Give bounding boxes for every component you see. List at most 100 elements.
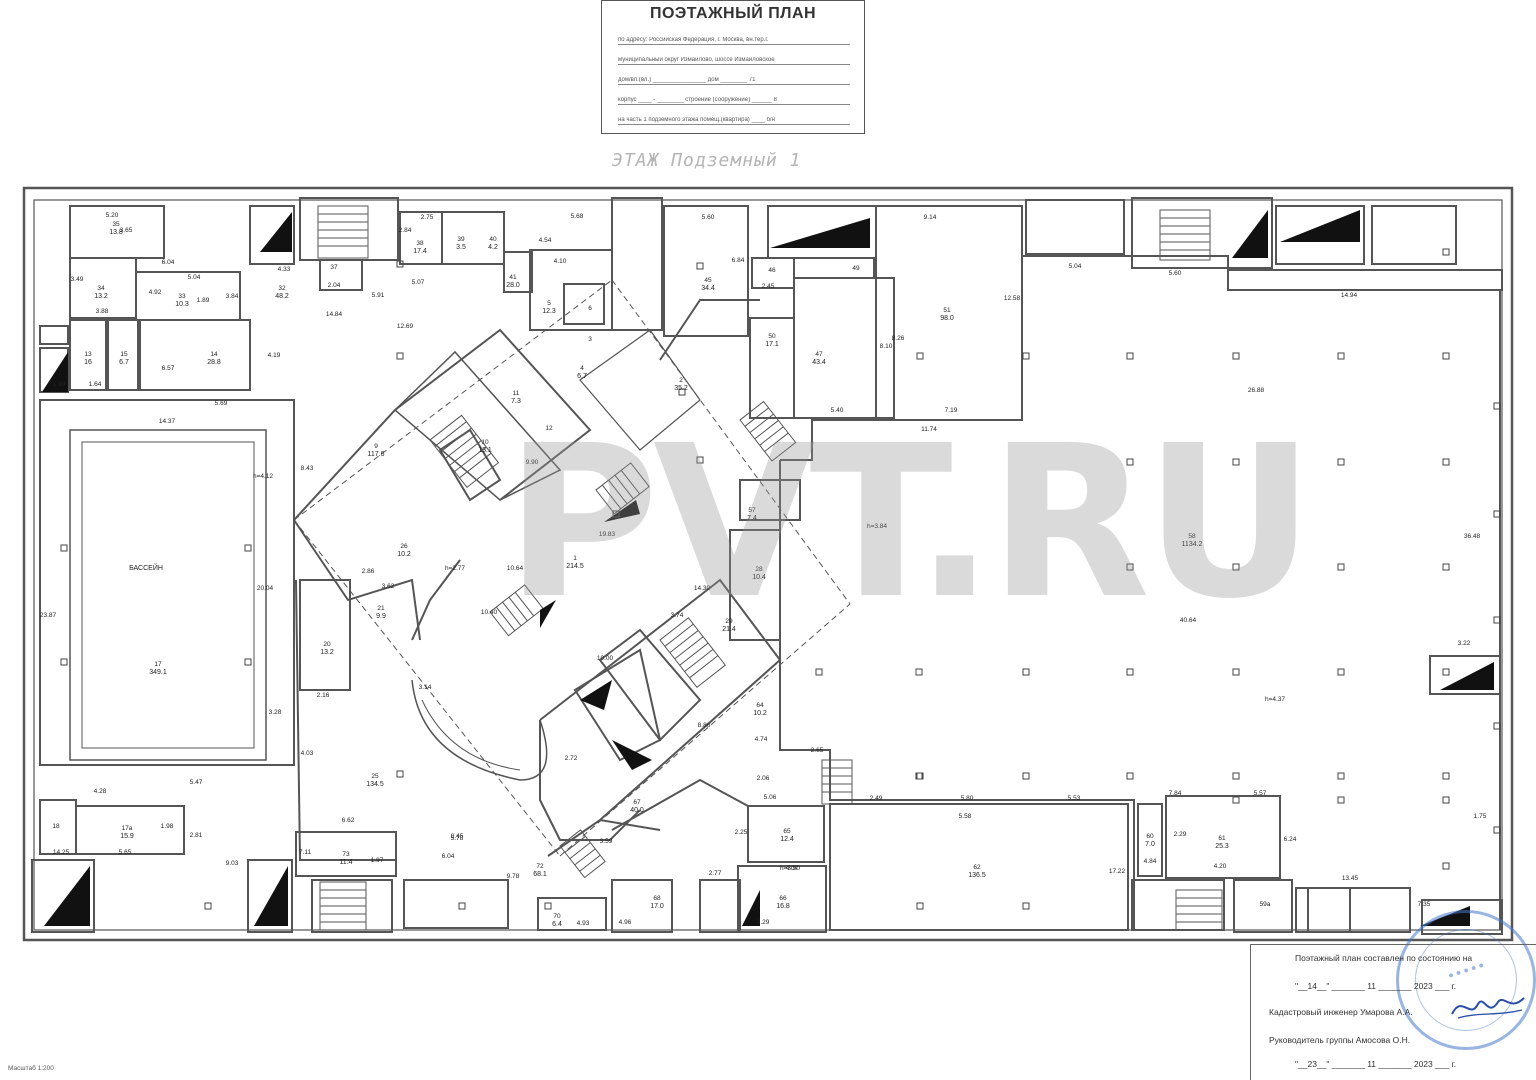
dimension-label: 1.89 (197, 297, 210, 304)
dimension-label: 2.49 (870, 795, 883, 802)
column-marker (815, 668, 823, 676)
column-marker (612, 510, 620, 518)
column-marker (1022, 772, 1030, 780)
dimension-label: 9.90 (526, 459, 539, 466)
dimension-label: 3.74 (671, 612, 684, 619)
column-marker (1493, 402, 1501, 410)
dimension-label: 5.57 (1254, 790, 1267, 797)
room-number: 68 (653, 895, 661, 902)
column-marker (916, 352, 924, 360)
dimension-label: 5.68 (571, 213, 584, 220)
room-number: 50 (768, 333, 776, 340)
room-number: 47 (815, 351, 823, 358)
room-number: 10 (481, 439, 489, 446)
dimension-label: 2.77 (709, 870, 722, 877)
dimension-label: 2.75 (421, 214, 434, 221)
room-area: 4.2 (488, 244, 498, 251)
room-area: 13.8 (109, 229, 123, 236)
column-marker (1022, 352, 1030, 360)
dimension-label: 14.37 (159, 418, 176, 425)
floor-label: ЭТАЖ Подземный 1 (612, 150, 802, 171)
dimension-label: 1.75 (1474, 813, 1487, 820)
dimension-label: 6.04 (442, 853, 455, 860)
column-marker (396, 770, 404, 778)
dimension-label: 3.59 (600, 838, 613, 845)
dimension-label: 10.64 (507, 565, 524, 572)
dimension-label: 3.49 (71, 276, 84, 283)
dimension-label: 5.47 (190, 779, 203, 786)
column-marker (204, 902, 212, 910)
column-marker (1337, 668, 1345, 676)
dimension-label: 2.84 (399, 227, 412, 234)
room-area: 43.4 (812, 359, 826, 366)
column-marker (916, 772, 924, 780)
address-line-3: дом/вл.(вл.) ________________ дом ______… (618, 77, 850, 85)
room-area: 40.0 (630, 807, 644, 814)
room-number: 1 (573, 555, 577, 562)
dimension-label: 26.88 (1248, 387, 1265, 394)
dimension-label: 3.65 (120, 227, 133, 234)
column-marker (1126, 563, 1134, 571)
column-marker (1232, 668, 1240, 676)
room-number: 4 (580, 365, 584, 372)
room-number: 39 (457, 236, 465, 243)
room-number: 32 (278, 285, 286, 292)
dimension-label: 3.22 (1458, 640, 1471, 647)
dimension-label: 12.58 (1004, 295, 1021, 302)
scale-note: Масштаб 1:200 (8, 1065, 54, 1072)
dimension-label: 8.45 (451, 833, 464, 840)
room-number: 34 (97, 285, 105, 292)
certification-block: Поэтажный план составлен по состоянию на… (1250, 944, 1536, 1080)
column-marker (544, 902, 552, 910)
room-number: 51 (943, 307, 951, 314)
room-number: 29 (725, 618, 733, 625)
dimension-label: 19.83 (599, 531, 616, 538)
dimension-label: 3.62 (382, 583, 395, 590)
room-number: 62 (973, 864, 981, 871)
column-marker (1442, 772, 1450, 780)
room-area: 13.2 (94, 293, 108, 300)
column-marker (915, 668, 923, 676)
room-number: 12 (545, 425, 553, 432)
column-marker (1442, 862, 1450, 870)
dimension-label: 4.96 (619, 919, 632, 926)
address-line-4: корпус ____ - ________ строение (сооруже… (618, 97, 850, 105)
column-marker (1442, 352, 1450, 360)
dimension-label: 20.04 (257, 585, 274, 592)
dimension-label: 5.04 (188, 274, 201, 281)
dimension-label: 6.62 (342, 817, 355, 824)
room-number: 6 (588, 305, 592, 312)
dimension-label: 1.97 (371, 857, 384, 864)
dimension-label: 5.78 (451, 835, 464, 842)
column-marker (916, 902, 924, 910)
room-number: 17a (122, 825, 133, 832)
dimension-label: 5.53 (1068, 795, 1081, 802)
dimension-label: 2.45 (762, 283, 775, 290)
room-number: 60 (1146, 833, 1154, 840)
room-area: 214.5 (566, 563, 584, 570)
room-area: 13.1 (478, 447, 492, 454)
room-number: 61 (1218, 835, 1226, 842)
room-number: 46 (768, 267, 776, 274)
column-marker (1337, 796, 1345, 804)
column-marker (1337, 563, 1345, 571)
room-number: 64 (756, 702, 764, 709)
dimension-label: 2.06 (757, 775, 770, 782)
dimension-label: 6.57 (162, 365, 175, 372)
dimension-label: 3.14 (419, 684, 432, 691)
room-area: 10.2 (397, 551, 411, 558)
room-area: 34.4 (701, 285, 715, 292)
dimension-label: 9.03 (226, 860, 239, 867)
room-area: 35.2 (674, 385, 688, 392)
room-area: 1134.2 (1182, 541, 1203, 548)
column-marker (1493, 616, 1501, 624)
room-area: 68.1 (533, 871, 547, 878)
column-marker (1126, 352, 1134, 360)
room-number: 28 (755, 566, 763, 573)
dimension-label: 2.72 (565, 755, 578, 762)
room-number: 70 (553, 913, 561, 920)
room-area: 25.3 (1215, 843, 1229, 850)
dimension-label: 7.84 (1169, 790, 1182, 797)
